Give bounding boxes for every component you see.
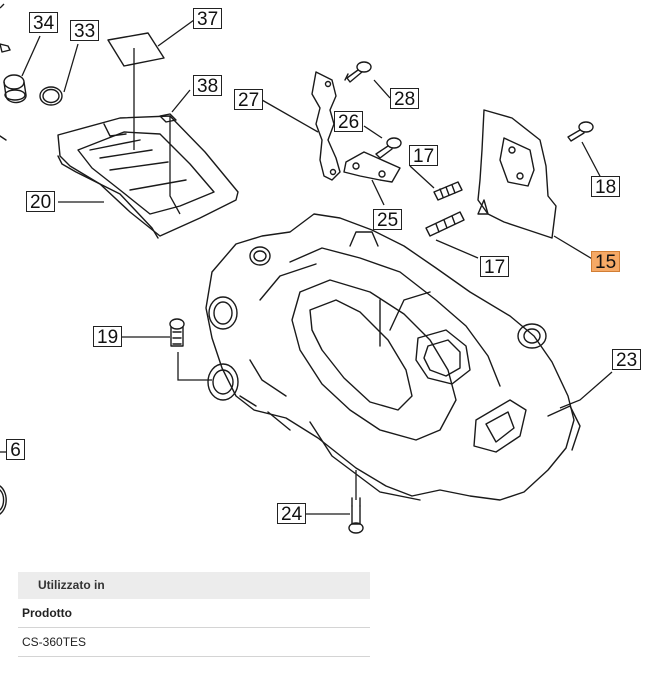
part-24-screw: [348, 497, 364, 534]
callout-17-upper: 17: [409, 145, 439, 167]
part-17-stud-upper: [433, 181, 463, 201]
callout-23: 23: [612, 349, 642, 371]
callout-25: 25: [373, 209, 403, 231]
part-37-gasket: [107, 32, 165, 67]
part-partial-top-left: [0, 43, 11, 53]
usage-product-value[interactable]: CS-360TES: [18, 628, 370, 657]
parts-diagram: [0, 3, 613, 534]
part-15-side-plate: [477, 109, 557, 239]
part-26-screw: [375, 137, 402, 159]
part-18-screw: [567, 121, 594, 142]
callout-18: 18: [591, 176, 621, 198]
callout-28: 28: [390, 88, 420, 110]
part-20-cover-plate: [57, 115, 239, 239]
leader-lines: [0, 3, 613, 515]
callout-26: 26: [334, 111, 364, 133]
part-27-guide-plate: [311, 71, 341, 181]
part-19-screw: [169, 318, 185, 347]
usage-table: Utilizzato in Prodotto CS-360TES: [18, 572, 370, 657]
part-38-pad: [159, 113, 177, 123]
callout-34: 34: [29, 12, 59, 34]
callout-27: 27: [234, 89, 264, 111]
callout-15[interactable]: 15: [591, 251, 621, 273]
callout-17-lower: 17: [480, 256, 510, 278]
part-25-bracket: [343, 151, 401, 183]
callout-19: 19: [93, 326, 123, 348]
part-17-stud-lower: [425, 211, 465, 237]
usage-product-label: Prodotto: [18, 599, 370, 628]
callout-37: 37: [193, 8, 223, 30]
usage-header: Utilizzato in: [18, 572, 370, 599]
callout-20: 20: [26, 191, 56, 213]
part-28-screw: [344, 61, 372, 83]
callout-38: 38: [193, 75, 223, 97]
part-34-bushing: [3, 74, 27, 104]
callout-33: 33: [70, 20, 100, 42]
part-partial-left: [0, 135, 7, 141]
part-6-partial: [0, 485, 7, 515]
part-23-crankcase: [205, 213, 581, 501]
part-33-seal-ring: [39, 86, 63, 106]
callout-6: 6: [6, 439, 25, 461]
callout-24: 24: [277, 503, 307, 525]
